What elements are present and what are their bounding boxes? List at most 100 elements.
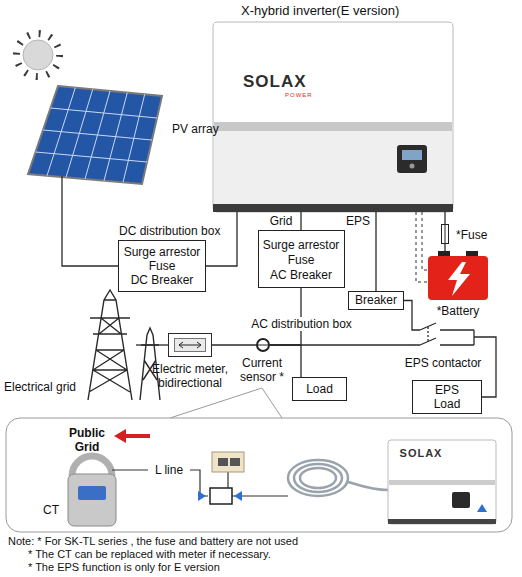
node-text: DC Breaker xyxy=(119,273,205,287)
label-text: * The EPS function is only for E version xyxy=(28,561,508,574)
label-text: L line xyxy=(150,463,188,477)
fuse-symbol xyxy=(445,224,446,244)
wire-connector xyxy=(136,344,168,345)
splitter-box xyxy=(198,491,206,501)
wire-connector xyxy=(375,212,376,291)
wire-connector xyxy=(404,301,412,323)
ct-clamp xyxy=(68,474,116,526)
solar-panel xyxy=(36,88,158,183)
solar-panel xyxy=(28,86,162,184)
cable-coil xyxy=(288,460,388,496)
grid-arrow xyxy=(124,434,150,438)
cable-coil xyxy=(348,482,388,490)
label-text: * The CT can be replaced with meter if n… xyxy=(28,548,508,561)
sun-icon xyxy=(17,34,60,77)
battery-symbol xyxy=(466,251,478,256)
grid-arrow xyxy=(114,429,150,443)
sun-icon xyxy=(17,34,60,77)
meter-symbol xyxy=(169,334,212,357)
node-text: Breaker xyxy=(349,293,403,307)
node-text: Surge arrestor xyxy=(259,238,344,252)
solar-panel xyxy=(61,176,62,184)
inset-panel xyxy=(6,418,512,532)
meter-symbol xyxy=(175,339,206,352)
wire-connector xyxy=(444,244,445,251)
splitter-box xyxy=(210,488,232,504)
inverter-body xyxy=(214,122,452,131)
node-text: Electric meter, bidirectional xyxy=(146,362,234,390)
small-inverter xyxy=(477,504,487,512)
cable-coil xyxy=(294,464,342,492)
label-text: CT xyxy=(40,503,62,517)
inverter-body xyxy=(214,23,452,122)
current-sensor-ring xyxy=(256,345,270,346)
small-inverter xyxy=(452,492,470,508)
battery-symbol xyxy=(438,251,450,256)
electrical-grid: Electrical grid xyxy=(84,288,136,402)
dc-distribution-box: DC distribution boxSurge arrestorFuseDC … xyxy=(118,240,206,292)
contactor-symbol xyxy=(408,322,478,345)
inverter-body xyxy=(213,22,453,212)
ct-wiring xyxy=(112,470,288,496)
battery-wire-dashed xyxy=(416,212,428,282)
transmission-tower xyxy=(88,290,132,400)
label-text: SOLAX xyxy=(396,447,446,460)
node-text: Fuse xyxy=(119,259,205,273)
sun-icon xyxy=(23,40,53,70)
meter-symbol xyxy=(179,342,201,348)
node-text: AC Breaker xyxy=(259,268,344,282)
node-text: POWER xyxy=(285,92,325,99)
pv-array: PV array xyxy=(28,86,162,184)
label-text: Public Grid xyxy=(64,426,110,454)
node-text: EPS contactor xyxy=(396,356,490,370)
node-text: Surge arrestor xyxy=(119,245,205,259)
small-inverter xyxy=(388,440,496,524)
ct-clamp xyxy=(68,456,116,526)
eps-load-box: EPS Load xyxy=(412,380,482,414)
ac-distribution-box: Surge arrestorFuseAC BreakerAC distribut… xyxy=(258,230,345,288)
small-inverter xyxy=(388,519,496,524)
node-text: Current sensor * xyxy=(234,356,290,384)
node-text: SOLAX xyxy=(243,72,323,92)
rj45-coupler xyxy=(230,458,240,466)
inset-panel xyxy=(170,388,282,418)
wire-connector xyxy=(270,344,408,345)
ct-clamp xyxy=(72,456,112,476)
wire-connector xyxy=(300,212,301,230)
inverter: X-hybrid inverter(E version)SOLAXPOWER xyxy=(213,22,453,212)
small-inverter xyxy=(388,440,496,524)
splitter-box xyxy=(198,488,242,504)
ct-wiring xyxy=(112,470,288,496)
node-text: Fuse xyxy=(259,253,344,267)
node-text: PV array xyxy=(172,122,236,136)
current-sensor-ring xyxy=(257,339,269,351)
node-text: *Fuse xyxy=(456,228,496,242)
node-text: DC distribution box xyxy=(119,224,231,238)
cable-coil xyxy=(288,460,348,496)
battery-symbol xyxy=(448,262,470,296)
inverter-body xyxy=(213,22,453,212)
node-text: AC distribution box xyxy=(247,317,357,331)
contactor-symbol xyxy=(427,327,428,342)
small-inverter xyxy=(389,480,495,485)
label-text: EPS xyxy=(344,214,372,228)
label-text: Grid xyxy=(266,214,296,228)
label-text: Note: * For SK-TL series , the fuse and … xyxy=(8,535,508,548)
inverter-body xyxy=(214,131,452,204)
load-box: Load xyxy=(292,377,347,401)
battery-symbol xyxy=(428,256,488,300)
wire-connector xyxy=(206,212,237,266)
solar-panel xyxy=(28,86,162,184)
node-text: Electrical grid xyxy=(4,380,82,394)
contactor-symbol xyxy=(408,322,478,345)
battery: *Battery xyxy=(428,251,488,300)
fuse-symbol xyxy=(445,224,446,244)
inverter-body xyxy=(410,164,415,169)
rj45-coupler xyxy=(218,458,228,466)
fuse: *Fuse xyxy=(441,224,449,244)
rj45-coupler xyxy=(212,452,244,472)
cable-coil xyxy=(300,468,336,488)
ct-clamp xyxy=(78,486,106,500)
wire-connector xyxy=(62,184,118,266)
